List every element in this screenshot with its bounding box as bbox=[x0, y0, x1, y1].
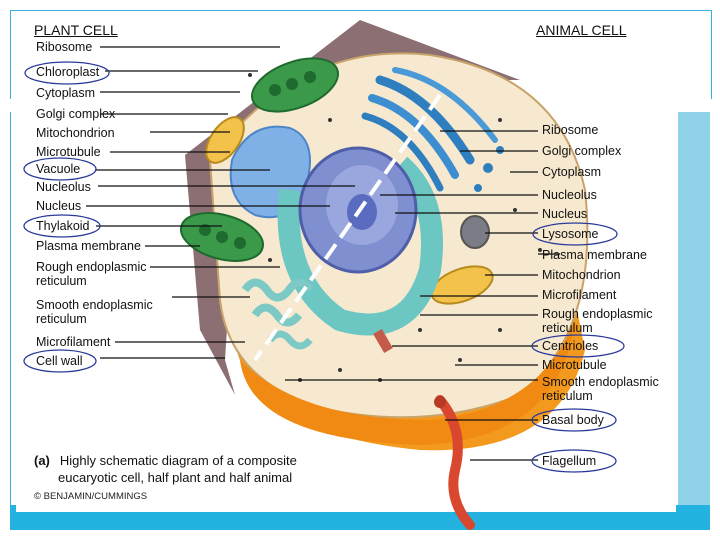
plant-label-microtubule: Microtubule bbox=[36, 145, 101, 159]
caption-line-2: eucaryotic cell, half plant and half ani… bbox=[58, 470, 293, 485]
smooth-er bbox=[241, 278, 315, 350]
copyright-credit: © BENJAMIN/CUMMINGS bbox=[34, 491, 148, 502]
plant-label-microfilament: Microfilament bbox=[36, 335, 111, 349]
plant-cell-heading: PLANT CELL bbox=[34, 22, 118, 38]
chloroplast-top bbox=[250, 57, 340, 113]
plant-label-ribosome: Ribosome bbox=[36, 40, 93, 54]
caption-line-1: Highly schematic diagram of a composite bbox=[59, 453, 297, 468]
animal-cell-heading: ANIMAL CELL bbox=[536, 22, 627, 38]
animal-label-basal-body: Basal body bbox=[542, 413, 604, 427]
animal-label-mitochondrion: Mitochondrion bbox=[542, 268, 621, 282]
plant-label-chloroplast: Chloroplast bbox=[36, 65, 100, 79]
plant-label-golgi: Golgi complex bbox=[36, 107, 116, 121]
basal-body bbox=[434, 396, 446, 408]
figure-caption: (a) Highly schematic diagram of a composi… bbox=[34, 452, 297, 486]
animal-label-flagellum: Flagellum bbox=[542, 454, 597, 468]
plant-label-thylakoid: Thylakoid bbox=[36, 219, 90, 233]
frame-left-border bbox=[10, 112, 17, 505]
animal-leader-lines bbox=[285, 130, 560, 461]
centriole bbox=[373, 328, 393, 354]
animal-label-smooth-er: Smooth endoplasmic reticulum bbox=[542, 375, 659, 403]
plant-label-smooth-er: Smooth endoplasmic reticulum bbox=[36, 298, 153, 326]
animal-label-golgi: Golgi complex bbox=[542, 144, 622, 158]
animal-label-ribosome: Ribosome bbox=[542, 123, 599, 137]
animal-label-nucleus: Nucleus bbox=[542, 207, 588, 221]
plant-label-plasma-membrane: Plasma membrane bbox=[36, 239, 141, 253]
animal-label-lysosome: Lysosome bbox=[542, 227, 599, 241]
plant-label-cytoplasm: Cytoplasm bbox=[36, 86, 96, 100]
divider-line bbox=[253, 93, 442, 362]
membrane-rim bbox=[240, 320, 575, 445]
plant-label-rough-er: Rough endoplasmic reticulum bbox=[36, 260, 147, 288]
lysosome bbox=[460, 215, 490, 249]
animal-label-nucleolus: Nucleolus bbox=[542, 188, 597, 202]
plant-label-nucleolus: Nucleolus bbox=[36, 180, 91, 194]
plant-leader-lines bbox=[86, 46, 355, 359]
plant-label-mitochondrion: Mitochondrion bbox=[36, 126, 115, 140]
animal-label-cytoplasm: Cytoplasm bbox=[542, 165, 602, 179]
flagellum bbox=[435, 395, 475, 530]
animal-label-microtubule: Microtubule bbox=[542, 358, 607, 372]
animal-label-rough-er: Rough endoplasmic reticulum bbox=[542, 307, 653, 335]
plant-label-nucleus: Nucleus bbox=[36, 199, 82, 213]
chloroplast-bottom bbox=[180, 212, 264, 262]
nucleolus bbox=[347, 194, 377, 230]
highlight-circles bbox=[23, 61, 625, 473]
plant-label-cell-wall: Cell wall bbox=[36, 354, 83, 368]
animal-label-plasma-membrane: Plasma membrane bbox=[542, 248, 647, 262]
frame-right-bar bbox=[678, 112, 710, 505]
caption-letter: (a) bbox=[34, 453, 50, 468]
animal-label-centrioles: Centrioles bbox=[542, 339, 599, 353]
frame-top-border bbox=[10, 10, 712, 99]
animal-label-microfilament: Microfilament bbox=[542, 288, 617, 302]
plant-label-vacuole: Vacuole bbox=[36, 162, 81, 176]
